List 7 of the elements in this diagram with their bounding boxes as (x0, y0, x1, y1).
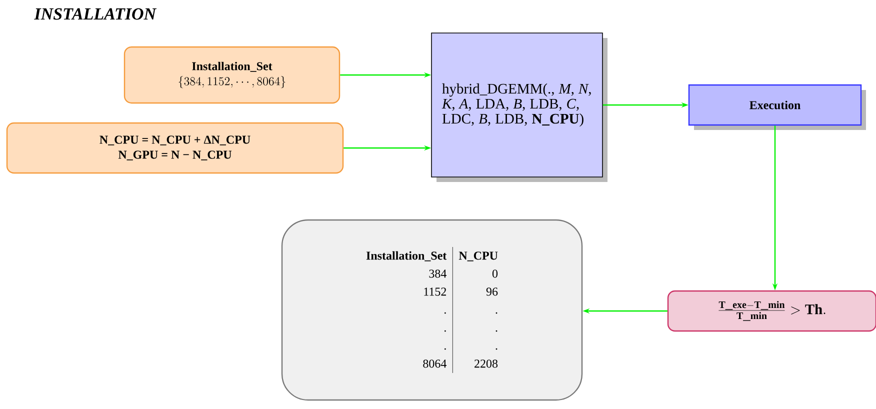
input-box: Installation_Set $\{384, 1152, \cdots, 8064\}$ (124, 46, 340, 104)
input-box: N_CPU = N_CPU + ΔN_CPU N_GPU = N − N_CPU (6, 122, 344, 174)
result-table: Installation_Set N_CPU 384 0 1152 96 . . . . . . 8064 2208 (281, 219, 583, 401)
process-box: hybrid_DGEMM(., M, N, K, A, LDA, B, LDB, C, LDC, B, LDB, N_CPU) (431, 32, 608, 182)
title: INSTALLATION (34, 8, 157, 20)
execution-box: Execution (688, 84, 866, 130)
condition-box: $\frac{\mathbf{T\_exe}-\mathbf{T\_min}}{\mathbf{T\_min}} > \mathbf{Th.}$ (667, 290, 876, 332)
